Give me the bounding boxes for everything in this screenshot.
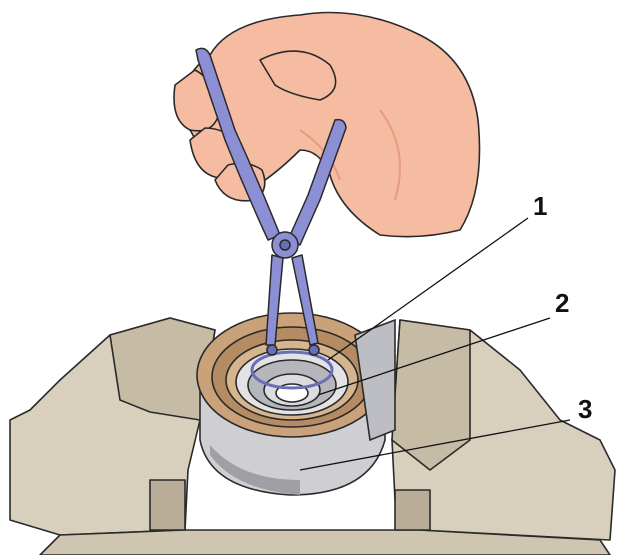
pliers-handle-left xyxy=(195,47,281,241)
callout-2: 2 xyxy=(555,288,569,318)
leader-line-2 xyxy=(317,317,551,396)
callout-3: 3 xyxy=(578,394,592,424)
leader-lines xyxy=(299,217,571,471)
callout-1: 1 xyxy=(533,191,547,221)
pliers-jaw-right xyxy=(291,254,319,346)
vise-right-jaw-inner xyxy=(391,319,471,471)
vise-left-notch xyxy=(149,479,186,531)
bearing-support xyxy=(196,312,396,496)
bracket-tab xyxy=(354,318,396,442)
circlip-pliers xyxy=(195,47,347,356)
hand-thumb xyxy=(259,50,337,101)
vise-right-notch xyxy=(394,489,431,531)
pliers-jaw-left xyxy=(265,254,284,346)
retaining-ring xyxy=(250,350,334,390)
vise xyxy=(9,317,616,555)
leader-line-3 xyxy=(299,419,571,471)
leader-line-1 xyxy=(327,217,529,361)
